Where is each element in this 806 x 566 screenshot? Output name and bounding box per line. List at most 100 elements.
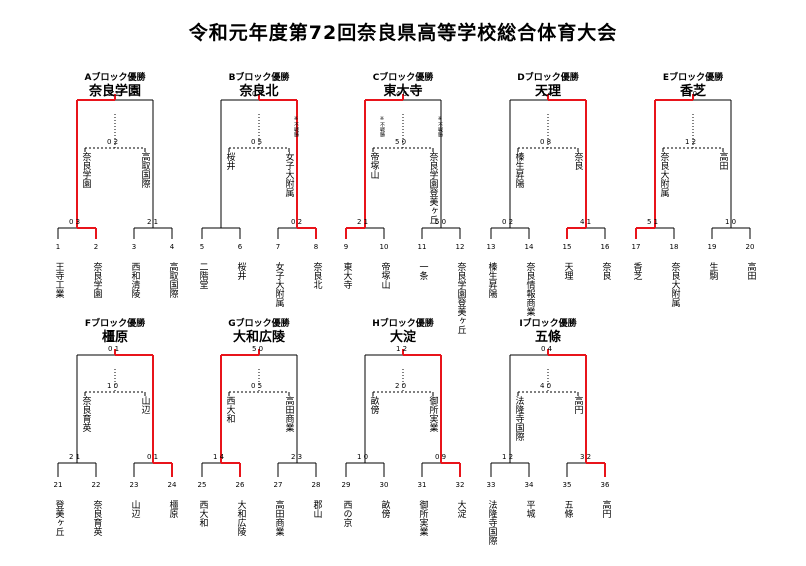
semifinal-score: 2 1: [147, 218, 159, 226]
block-label: Iブロック優勝: [519, 319, 577, 329]
block-header: Fブロック優勝橿原: [55, 319, 175, 345]
semifinal-score: 5 1: [647, 218, 659, 226]
semifinalist-name: 畝傍: [368, 396, 379, 414]
team-name: 香芝: [631, 262, 642, 280]
final-score: 2 1: [108, 90, 120, 98]
block-champion: 天理: [534, 84, 561, 99]
seed-number: 24: [167, 481, 177, 489]
block-label: Fブロック優勝: [84, 319, 146, 329]
semifinalist-name: 御所実業: [427, 396, 438, 432]
team-name: 高田商業: [273, 500, 284, 536]
semifinal-score: 0 1: [147, 453, 159, 461]
seed-number: 28: [311, 481, 321, 489]
team-name: 奈良大附属: [669, 262, 680, 307]
semifinal-score: 2 1: [357, 218, 369, 226]
team-name: 東大寺: [341, 262, 352, 289]
semifinal-score: 1 0: [357, 453, 369, 461]
semifinalist-name: 奈良: [572, 152, 583, 170]
block-header: Hブロック優勝大淀: [343, 320, 463, 345]
team-name: 天理: [562, 262, 573, 280]
semifinal-score: 2 3: [291, 453, 303, 461]
semifinalist-name: 山辺: [139, 396, 150, 414]
final-score: 0 4: [252, 90, 264, 98]
third-place-score: 5 0: [395, 138, 407, 146]
seed-number: 10: [379, 243, 389, 251]
seed-number: 3: [131, 243, 137, 251]
team-name: 大淀: [455, 500, 466, 518]
semifinal-score: 1 0: [725, 218, 737, 226]
team-name: 桜井: [235, 262, 246, 280]
team-name: 高田: [745, 262, 756, 280]
final-score: 0 4: [541, 345, 553, 353]
third-place-score: 0 8: [540, 138, 552, 146]
semifinal-score: 0 9: [435, 453, 447, 461]
third-place-score: 4 0: [540, 382, 552, 390]
seed-number: 17: [631, 243, 641, 251]
final-score: 3 0: [686, 90, 698, 98]
third-place-score: 0 2: [107, 138, 119, 146]
seed-number: 26: [235, 481, 245, 489]
block-champion: 奈良学園: [88, 84, 141, 99]
block-label: Eブロック優勝: [662, 73, 724, 83]
seed-number: 34: [524, 481, 534, 489]
team-name: 奈良情報商業: [524, 262, 535, 316]
team-name: 女子大附属: [273, 262, 284, 307]
team-name: 奈良学園: [91, 262, 102, 298]
semifinal-score: 1 4: [213, 453, 225, 461]
seed-number: 6: [237, 243, 243, 251]
block-header: Gブロック優勝大和広陵: [199, 319, 319, 345]
semifinalist-name: 奈良学園登美ヶ丘: [427, 152, 438, 224]
seed-number: 12: [455, 243, 465, 251]
semifinal-score: 5 0: [435, 218, 447, 226]
team-name: 登美ヶ丘: [53, 500, 64, 536]
third-place-score: 0 5: [251, 382, 263, 390]
team-name: 御所実業: [417, 500, 428, 536]
seed-number: 25: [197, 481, 207, 489]
block-label: Dブロック優勝: [517, 73, 579, 83]
semifinal-score: 3 2: [580, 453, 592, 461]
seed-number: 16: [600, 243, 610, 251]
block-header: Iブロック優勝五條: [488, 319, 608, 345]
final-score: 1 4: [541, 90, 553, 98]
team-name: 王寺工業: [53, 262, 64, 298]
final-score: 5 0: [252, 345, 264, 353]
seed-number: 21: [53, 481, 63, 489]
semifinal-score: 2 1: [69, 453, 81, 461]
team-name: 山辺: [129, 500, 140, 518]
team-name: 奈良学園登美ヶ丘: [455, 262, 466, 334]
team-name: 帝塚山: [379, 262, 390, 289]
semifinalist-name: 高円: [572, 396, 583, 414]
seed-number: 27: [273, 481, 283, 489]
block-label: Gブロック優勝: [228, 319, 290, 329]
block-champion: 奈良北: [239, 84, 279, 99]
team-name: 高円: [600, 500, 611, 518]
third-place-score: 2 0: [395, 382, 407, 390]
seed-number: 14: [524, 243, 534, 251]
seed-number: 11: [417, 243, 427, 251]
team-name: 法隆寺国際: [486, 500, 497, 545]
semifinalist-name: 女子大附属: [283, 152, 294, 197]
seed-number: 33: [486, 481, 496, 489]
team-name: 平城: [524, 500, 535, 518]
team-name: 榛生昇陽: [486, 262, 497, 298]
seed-number: 8: [313, 243, 319, 251]
seed-number: 30: [379, 481, 389, 489]
team-name: 西和清陵: [129, 262, 140, 298]
seed-number: 32: [455, 481, 465, 489]
seed-number: 4: [169, 243, 175, 251]
team-name: 西大和: [197, 500, 208, 527]
team-name: 大和広陵: [235, 500, 246, 536]
team-name: 畝傍: [379, 500, 390, 518]
forfeit-note: ※不戦勝: [379, 116, 385, 137]
block-champion: 大和広陵: [232, 330, 285, 345]
final-score: 1 2: [396, 345, 408, 353]
seed-number: 2: [93, 243, 99, 251]
seed-number: 23: [129, 481, 139, 489]
final-score: 4 0: [396, 90, 408, 98]
semifinalist-name: 帝塚山: [368, 152, 379, 179]
semifinal-score: 1 2: [502, 453, 514, 461]
seed-number: 13: [486, 243, 496, 251]
semifinalist-name: 榛生昇陽: [513, 152, 524, 188]
team-name: 一条: [417, 262, 428, 280]
